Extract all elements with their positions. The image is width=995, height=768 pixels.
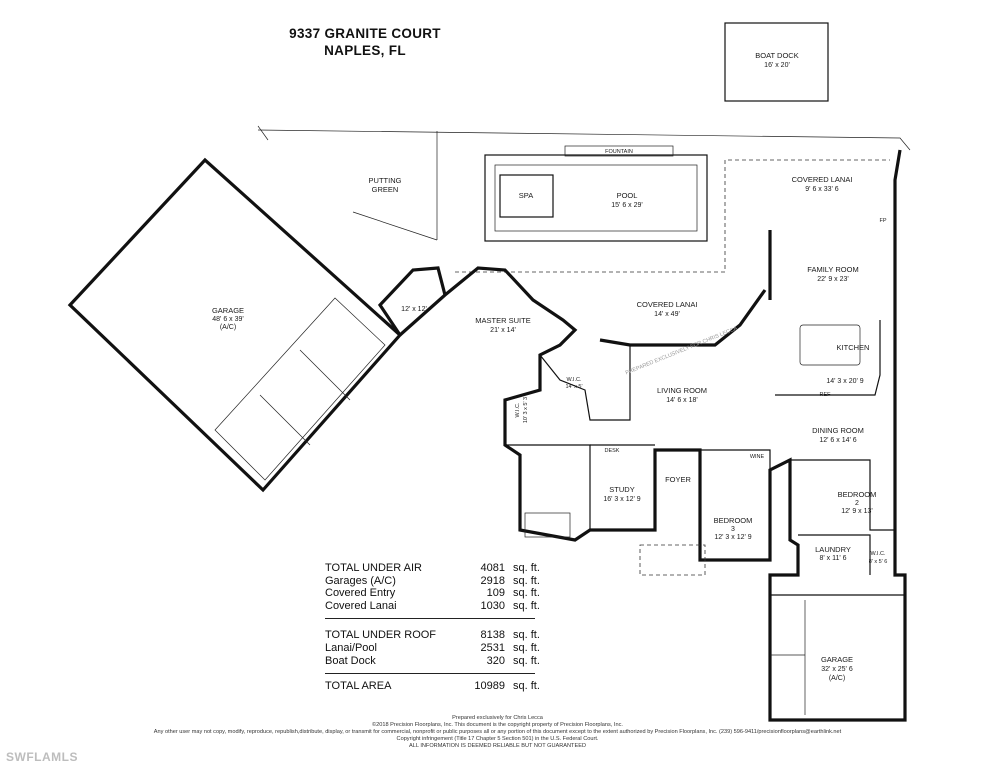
master-suite-dims: 21' x 14' [490,327,516,334]
covered-lanai-center-dims: 14' x 49' [654,311,680,318]
stats-divider [325,673,535,680]
bedroom3-label: BEDROOM [714,516,753,525]
diagonal-watermark: PREPARED EXCLUSIVELY FOR CHRIS LECCA [625,326,739,377]
stats-divider [325,618,535,629]
foyer-label: FOYER [665,475,691,484]
bedroom3-dims: 12' 3 x 12' 9 [714,534,751,541]
boat-dock-dims: 16' x 20' [764,62,790,69]
kitchen-label: KITCHEN [837,343,870,352]
wic-master-dims: 14' x 5' [565,384,582,390]
address-line-1: 9337 GRANITE COURT [289,26,441,41]
pool-deck-edge [257,129,911,151]
wic-bed2-dims: 8' x 5' 6 [869,559,888,565]
garage-main-dims: 48' 6 x 39' [212,316,243,323]
lanai-dashed-line [455,159,890,273]
covered-lanai-east-label: COVERED LANAI [792,175,853,184]
spa-outline [499,174,554,218]
address-line-2: NAPLES, FL [324,43,406,58]
covered-lanai-center-label: COVERED LANAI [637,300,698,309]
laundry-label: LAUNDRY [815,545,851,554]
entry-12-dims: 12' x 12' [401,306,427,313]
putting-green-label-2: GREEN [372,185,399,194]
study-label: STUDY [609,485,634,494]
putting-green-label-1: PUTTING [369,176,402,185]
bedroom3-num: 3 [731,526,735,533]
wine-label: WINE [750,454,765,460]
garage-second-label: GARAGE [821,655,853,664]
garage-second-note: (A/C) [829,675,845,682]
footer-disclaimer: ALL INFORMATION IS DEEMED RELIABLE BUT N… [409,743,586,749]
bedroom2-label: BEDROOM [838,490,877,499]
garage-main-label: GARAGE [212,306,244,315]
pool-label: POOL [617,191,638,200]
mls-watermark: SWFLAMLS [6,750,78,764]
footer-prepared: Prepared exclusively for Chris Lecca [452,715,543,721]
house-exterior-walls [398,149,907,722]
wic-bed2-label: W.I.C. [871,551,886,557]
boat-dock-outline [724,22,829,102]
wic-master2-label: W.I.C. [515,402,521,417]
ref-label: REF [820,392,832,398]
garage-second-dims: 32' x 25' 6 [821,666,853,673]
dining-room-label: DINING ROOM [812,426,864,435]
master-suite-label: MASTER SUITE [475,316,530,325]
bedroom2-num: 2 [855,500,859,507]
laundry-dims: 8' x 11' 6 [819,555,846,562]
wic-master-label: W.I.C. [567,377,582,383]
kitchen-dims: 14' 3 x 20' 9 [826,378,863,385]
desk-label: DESK [605,448,620,454]
bedroom2-dims: 12' 9 x 13' [841,508,872,515]
fireplace-label: FP [879,218,886,224]
pool-outline [484,154,708,242]
living-room-dims: 14' 6 x 18' [666,397,697,404]
dining-room-dims: 12' 6 x 14' 6 [819,437,856,444]
spa-label: SPA [519,191,533,200]
garage-main-note: (A/C) [220,324,236,331]
wic-master2-dims: 10' 3 x 5' 3 [523,397,529,423]
covered-lanai-east-dims: 9' 6 x 33' 6 [805,186,839,193]
boat-dock-label: BOAT DOCK [755,51,798,60]
footer-infringement: Copyright infringement (Title 17 Chapter… [396,736,599,742]
fountain-outline [564,145,674,157]
footer-copyright: ©2018 Precision Floorplans, Inc. This do… [372,722,623,728]
family-room-label: FAMILY ROOM [807,265,858,274]
footer-usage: Any other user may not copy, modify, rep… [153,729,842,735]
pool-dims: 15' 6 x 29' [611,202,642,209]
living-room-label: LIVING ROOM [657,386,707,395]
fountain-label: FOUNTAIN [605,149,633,155]
family-room-dims: 22' 9 x 23' [817,276,848,283]
study-dims: 16' 3 x 12' 9 [603,496,640,503]
